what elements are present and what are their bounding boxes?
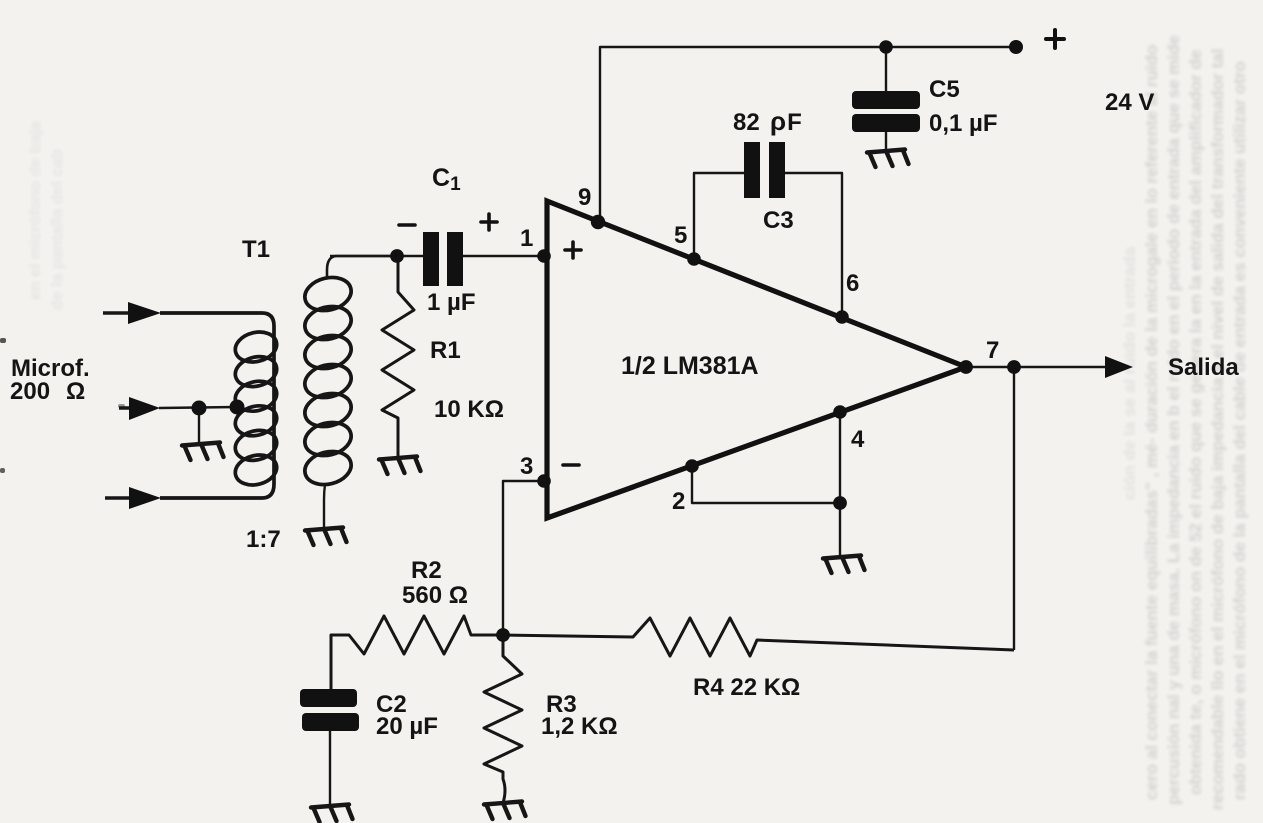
svg-text:Microf.: Microf. [11,355,90,382]
svg-text:9: 9 [578,184,591,211]
svg-text:en el micrófono de baja: en el micrófono de baja [27,121,44,300]
svg-text:1 µF: 1 µF [427,289,476,316]
svg-text:de la pantalla del cab: de la pantalla del cab [49,149,66,310]
svg-text:R2: R2 [411,557,442,584]
svg-text:24 V: 24 V [1105,89,1154,116]
svg-text:R4 22 KΩ: R4 22 KΩ [693,674,800,701]
svg-text:4: 4 [851,426,865,453]
svg-text:C5: C5 [929,76,960,103]
svg-text:0,1 µF: 0,1 µF [929,110,998,137]
svg-text:1,2 KΩ: 1,2 KΩ [541,713,618,740]
svg-text:ción de la se al ruido la entr: ción de la se al ruido la entrada [1120,246,1139,500]
svg-text:200 Ω: 200 Ω [10,378,85,405]
svg-text:C3: C3 [763,207,794,234]
svg-text:T1: T1 [242,236,270,263]
svg-text:Salida: Salida [1168,354,1239,381]
svg-text:7: 7 [986,337,999,364]
svg-text:6: 6 [846,270,859,297]
svg-text:1: 1 [520,225,533,252]
svg-text:R3: R3 [546,691,577,718]
svg-text:20 µF: 20 µF [376,713,438,740]
svg-text:obtenida te, o micrófono on de: obtenida te, o micrófono on de 52 el rui… [1186,50,1205,795]
svg-text:2: 2 [672,488,685,515]
svg-text:percusión nal y una de masa. L: percusión nal y una de masa. La impedanc… [1164,35,1183,805]
svg-text:rado obtiene en el micrófono d: rado obtiene en el micrófono de la panta… [1230,61,1249,800]
svg-text:82 ρF: 82 ρF [733,106,802,136]
svg-text:5: 5 [674,222,687,249]
svg-text:3: 3 [520,453,533,480]
svg-text:1/2 LM381A: 1/2 LM381A [621,352,759,380]
svg-text:1:7: 1:7 [246,526,281,553]
svg-text:R1: R1 [430,337,461,364]
svg-text:C2: C2 [376,691,407,718]
svg-text:cero al conectar la fuente equ: cero al conectar la fuente equilibradas"… [1142,45,1161,800]
svg-text:10 KΩ: 10 KΩ [434,396,504,423]
svg-text:recomendable llo en el micrófo: recomendable llo en el micrófono de baja… [1208,49,1227,810]
svg-text:C1: C1 [432,164,461,195]
svg-text:560 Ω: 560 Ω [402,582,468,609]
